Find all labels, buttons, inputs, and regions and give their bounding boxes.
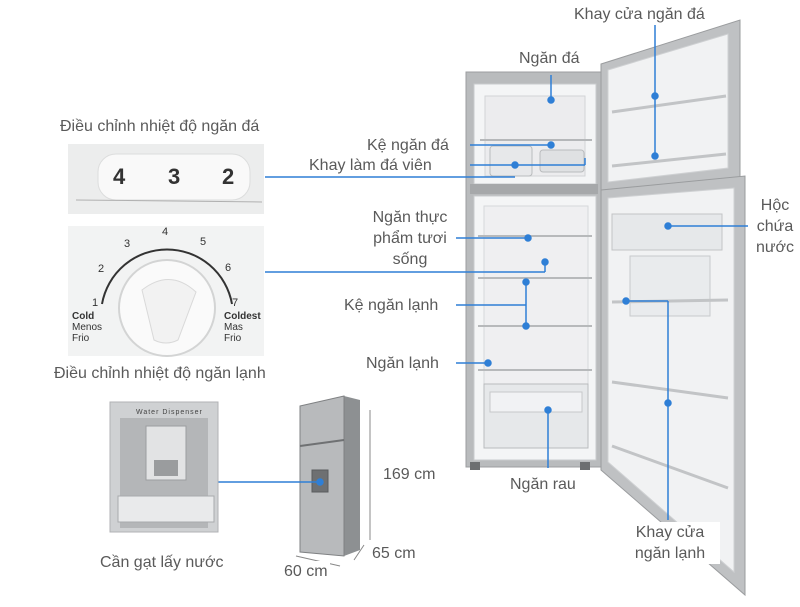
label-fresh-food-line3: sống	[392, 251, 428, 268]
label-fridge-door-tray-line2: ngăn lạnh	[634, 545, 706, 562]
label-vegetable: Ngăn rau	[508, 474, 578, 495]
freezer-dial	[68, 144, 264, 214]
label-fresh-food-line2: phẩm tươi	[373, 230, 447, 247]
label-fridge-temp-control: Điều chỉnh nhiệt độ ngăn lạnh	[52, 363, 268, 384]
fridge-dial-cold: Cold Menos Frio	[72, 311, 102, 344]
fridge-dial-number-1: 1	[92, 297, 99, 309]
freezer-dial-number-4: 4	[113, 164, 126, 189]
fridge-dial-number-2: 2	[98, 263, 105, 275]
dispenser-photo	[109, 401, 219, 533]
dispenser-text: Water Dispenser	[136, 409, 203, 416]
label-ice-tray-door: Khay cửa ngăn đá	[572, 4, 707, 25]
fridge-door	[600, 175, 746, 597]
fridge-dial	[68, 226, 264, 357]
fridge-dial-number-4: 4	[162, 226, 169, 238]
fridge-dial-number-5: 5	[200, 236, 207, 248]
label-water-box-line2: chứa	[756, 218, 794, 235]
label-water-box-line1: Hộc	[760, 197, 790, 214]
label-freezer-shelf: Kệ ngăn đá	[365, 135, 451, 156]
label-water-box-line3: nước	[755, 239, 795, 256]
fridge-dial-menos-label: Menos	[72, 322, 103, 333]
label-freezer: Ngăn đá	[517, 48, 582, 69]
label-water-lever: Cần gạt lấy nước	[98, 552, 226, 573]
dimension-height: 169 cm	[381, 464, 438, 485]
fridge-dial-mas-label: Mas	[224, 322, 243, 333]
freezer-dial-number-2: 2	[222, 164, 235, 189]
closed-fridge	[295, 395, 371, 567]
label-fresh-food-line1: Ngăn thực	[372, 209, 448, 226]
fridge-dial-coldest-label: Coldest	[224, 311, 261, 322]
fridge-dial-number-6: 6	[225, 262, 232, 274]
leader-lines	[218, 22, 748, 520]
label-fridge-door-tray: Khay cửa ngăn lạnh	[620, 522, 720, 564]
dimension-width: 60 cm	[282, 561, 330, 582]
open-fridge	[465, 71, 602, 470]
fridge-dial-frio-right-label: Frio	[224, 333, 242, 344]
label-fridge-door-tray-line1: Khay cửa	[635, 524, 705, 541]
label-water-box: Hộc chứa nước	[748, 195, 800, 258]
label-ice-maker: Khay làm đá viên	[307, 155, 434, 176]
fridge-dial-number-3: 3	[124, 238, 131, 250]
label-fridge: Ngăn lạnh	[364, 353, 441, 374]
label-fridge-shelf: Kệ ngăn lạnh	[342, 295, 441, 316]
freezer-door	[600, 19, 741, 193]
label-fresh-food: Ngăn thực phẩm tươi sống	[360, 207, 460, 270]
fridge-dial-coldest: Coldest Mas Frio	[224, 311, 261, 344]
fridge-dial-number-7: 7	[232, 297, 239, 309]
freezer-dial-number-3: 3	[168, 164, 181, 189]
dimension-depth: 65 cm	[370, 543, 418, 564]
fridge-dial-frio-left-label: Frio	[72, 333, 90, 344]
fridge-dial-cold-label: Cold	[72, 311, 95, 322]
label-freezer-temp-control: Điều chỉnh nhiệt độ ngăn đá	[58, 116, 262, 137]
